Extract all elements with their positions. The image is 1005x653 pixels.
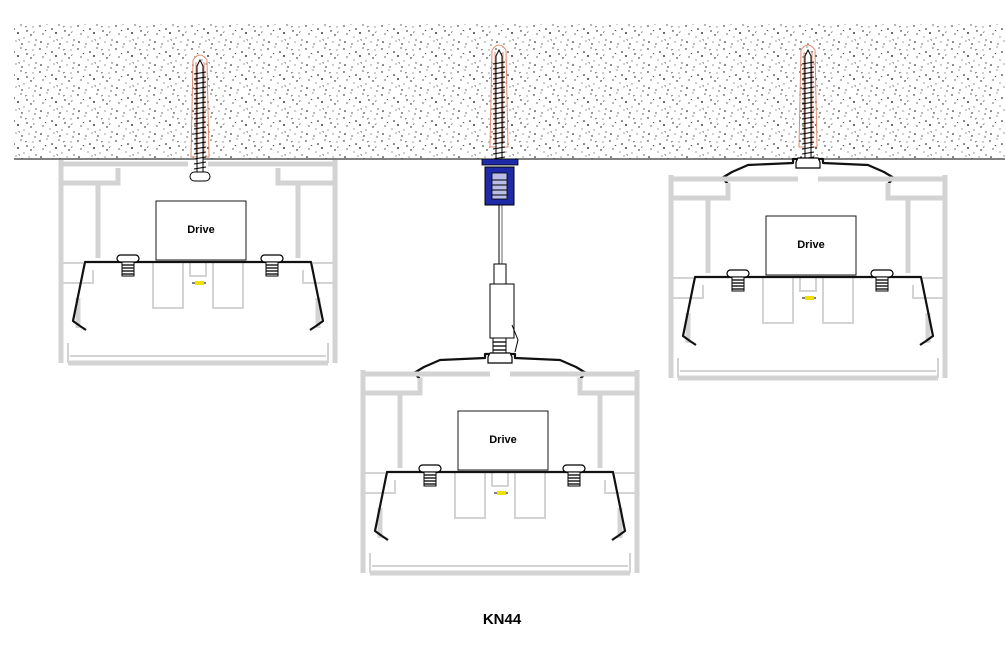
suspension-cap (481, 158, 519, 166)
screw-thread (193, 136, 207, 140)
wire-gripper (489, 283, 515, 339)
screw-thread (492, 131, 506, 135)
screw-thread (193, 81, 207, 85)
screw-thread (492, 111, 506, 115)
screw-thread (193, 96, 207, 100)
screw-thread (193, 131, 207, 135)
screw-thread (801, 96, 815, 100)
unit-ceiling-bracket: Drive (671, 175, 945, 378)
screw-thread (801, 66, 815, 70)
screw-thread (492, 106, 506, 110)
screw-thread (801, 121, 815, 125)
screw-thread (492, 86, 506, 90)
screw-thread (492, 71, 506, 75)
screw-thread (193, 91, 207, 95)
screw-thread (193, 146, 207, 150)
screw-thread (492, 146, 506, 150)
ceiling-screw-1 (189, 54, 211, 182)
screw-thread (492, 141, 506, 145)
screw-thread (193, 151, 207, 155)
screw-thread (193, 86, 207, 90)
screw-thread (801, 101, 815, 105)
unit-suspended: Drive (363, 370, 637, 573)
unit-ceiling-direct: Drive (61, 160, 335, 363)
screw-thread (193, 161, 207, 165)
screw-thread (801, 116, 815, 120)
screw-thread (492, 76, 506, 80)
screw-thread (801, 71, 815, 75)
screw-thread (193, 76, 207, 80)
screw-thread (801, 91, 815, 95)
screw-thread (492, 96, 506, 100)
screw-thread (801, 141, 815, 145)
wire-gripper-top (493, 263, 507, 285)
screw-thread (801, 111, 815, 115)
screw-thread (801, 76, 815, 80)
screw-thread (492, 126, 506, 130)
screw-thread (193, 141, 207, 145)
screw-thread (193, 126, 207, 130)
ceiling-screw-2 (489, 44, 509, 163)
screw-thread (801, 106, 815, 110)
screw-thread (193, 101, 207, 105)
diagram-caption: KN44 (483, 611, 522, 628)
drive-label: Drive (187, 224, 215, 236)
ceiling-screw-3 (798, 44, 818, 163)
screw-thread (193, 121, 207, 125)
screw-thread (492, 66, 506, 70)
screw-thread (801, 146, 815, 150)
concrete-ceiling (14, 24, 1005, 159)
screw-thread (492, 91, 506, 95)
drive-label: Drive (489, 434, 517, 446)
screw-thread (801, 151, 815, 155)
screw-thread (492, 101, 506, 105)
screw-thread (492, 121, 506, 125)
screw-thread (801, 86, 815, 90)
screw-thread (801, 61, 815, 65)
screw-thread (193, 156, 207, 160)
screw-thread (801, 136, 815, 140)
screw-thread (193, 111, 207, 115)
drive-label: Drive (797, 239, 825, 251)
screw-thread (492, 151, 506, 155)
suspension-assembly (412, 44, 588, 381)
screw-thread (801, 126, 815, 130)
screw-thread (193, 106, 207, 110)
screw-thread (492, 116, 506, 120)
screw-thread (492, 81, 506, 85)
screw-thread (801, 131, 815, 135)
screw-thread (193, 71, 207, 75)
screw-thread (193, 116, 207, 120)
screw-thread (492, 61, 506, 65)
screw-thread (193, 166, 207, 170)
screw-thread (801, 81, 815, 85)
screw-thread (492, 136, 506, 140)
